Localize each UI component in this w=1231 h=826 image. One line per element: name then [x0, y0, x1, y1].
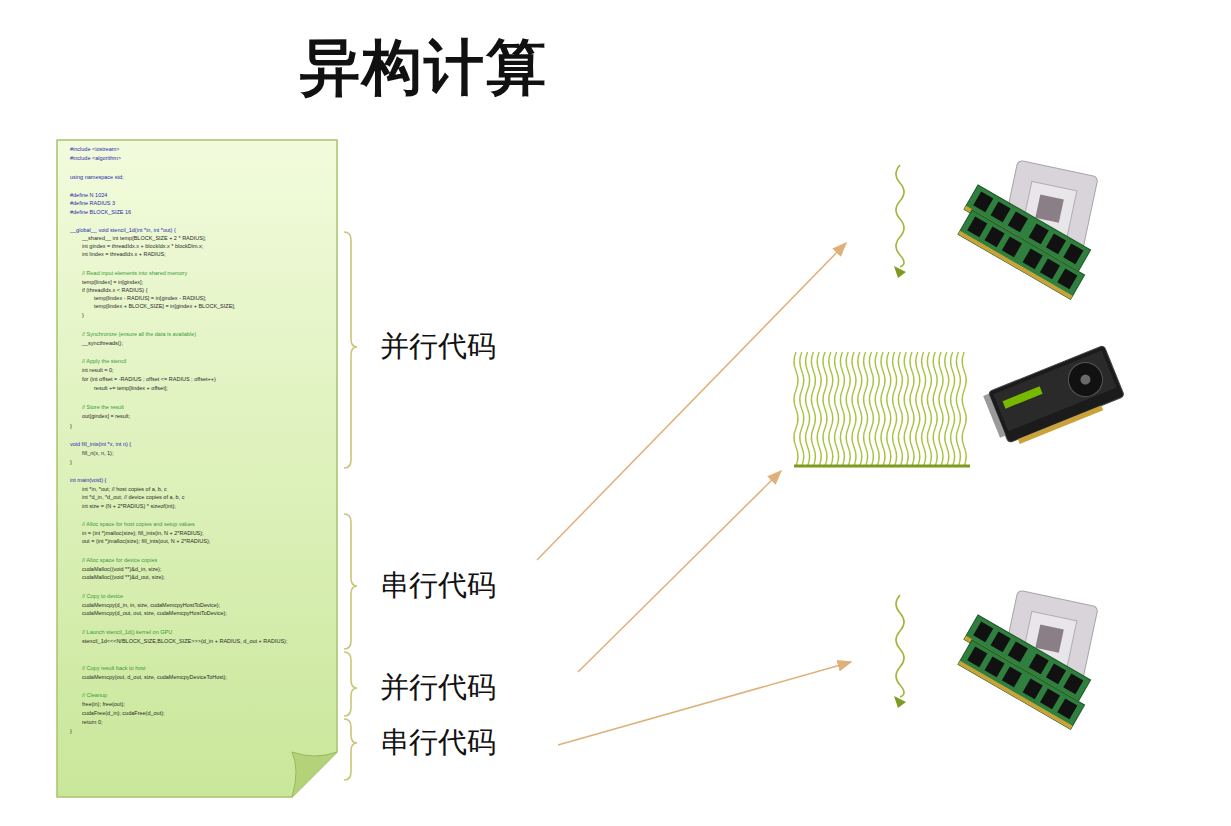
- code-line: cudaMemcpy(d_in, in, size, cudaMemcpyHos…: [82, 601, 220, 609]
- code-line: int lindex = threadIdx.x + RADIUS;: [82, 250, 166, 258]
- code-line: cudaMalloc((void **)&d_in, size);: [82, 565, 161, 573]
- code-line: // Read input elements into shared memor…: [82, 269, 187, 277]
- code-line: // Synchronize (ensure all the data is a…: [82, 330, 196, 338]
- code-line: for (int offset = -RADIUS ; offset <= RA…: [82, 375, 216, 383]
- code-line: in = (int *)malloc(size); fill_ints(in, …: [82, 529, 204, 537]
- code-line: __syncthreads();: [82, 339, 123, 347]
- code-line: // Apply the stencil: [82, 357, 126, 365]
- code-line: }: [70, 727, 72, 735]
- code-line: int gindex = threadIdx.x + blockIdx.x * …: [82, 242, 203, 250]
- code-line: #define N 1024: [70, 191, 107, 199]
- thread-head: [894, 266, 906, 278]
- code-section-label: 并行代码: [380, 668, 496, 708]
- code-section-label: 串行代码: [380, 723, 496, 763]
- code-line: out[gindex] = result;: [82, 412, 130, 420]
- code-line: result += temp[lindex + offset];: [94, 384, 168, 392]
- code-line: return 0;: [82, 718, 102, 726]
- code-line: int main(void) {: [70, 476, 106, 484]
- code-line: int size = (N + 2*RADIUS) * sizeof(int);: [82, 502, 176, 510]
- gpu-card: [982, 345, 1126, 450]
- title: 异构计算: [300, 28, 548, 109]
- cpu-memory: [958, 590, 1098, 729]
- code-line: free(in); free(out);: [82, 700, 125, 708]
- code-line: using namespace std;: [70, 173, 124, 181]
- code-line: }: [70, 422, 72, 430]
- code-line: }: [82, 311, 84, 319]
- code-line: __global__ void stencil_1d(int *in, int …: [70, 226, 176, 234]
- code-line: stencil_1d<<<N/BLOCK_SIZE,BLOCK_SIZE>>>(…: [70, 637, 320, 645]
- code-line: // Alloc space for host copies and setup…: [82, 520, 195, 528]
- code-line: cudaMemcpy(out, d_out, size, cudaMemcpyD…: [82, 673, 227, 681]
- code-line: // Copy to device: [82, 592, 123, 600]
- code-line: }: [70, 458, 72, 466]
- code-section-label: 串行代码: [380, 566, 496, 606]
- code-line: #include <algorithm>: [70, 154, 121, 162]
- code-line: #define BLOCK_SIZE 16: [70, 208, 131, 216]
- code-line: temp[lindex - RADIUS] = in[gindex - RADI…: [94, 294, 206, 302]
- code-line: #define RADIUS 3: [70, 199, 115, 207]
- thread-head: [894, 696, 906, 708]
- code-line: void fill_ints(int *x, int n) {: [70, 440, 131, 448]
- bracket: [344, 232, 357, 780]
- code-line: // Alloc space for device copies: [82, 556, 157, 564]
- code-line: cudaMemcpy(d_out, out, size, cudaMemcpyH…: [82, 609, 227, 617]
- code-line: temp[lindex + BLOCK_SIZE] = in[gindex + …: [94, 302, 235, 310]
- code-line: #include <iostream>: [70, 145, 120, 153]
- code-line: int result = 0;: [82, 366, 114, 374]
- serial-thread: [896, 165, 904, 697]
- cpu-memory: [958, 160, 1098, 299]
- code-line: temp[lindex] = in[gindex];: [82, 278, 143, 286]
- code-line: // Copy result back to host: [82, 664, 146, 672]
- code-line: fill_n(x, n, 1);: [82, 449, 113, 457]
- parallel-threads: [794, 352, 970, 466]
- code-line: int *d_in, *d_out; // device copies of a…: [82, 493, 184, 501]
- code-document: [57, 140, 337, 797]
- code-line: int *in, *out; // host copies of a, b, c: [82, 485, 167, 493]
- code-line: cudaMalloc((void **)&d_out, size);: [82, 573, 165, 581]
- code-line: out = (int *)malloc(size); fill_ints(out…: [82, 537, 210, 545]
- dispatch-arrow: [537, 243, 851, 745]
- code-line: if (threadIdx.x < RADIUS) {: [82, 286, 148, 294]
- code-line: // Launch stencil_1d() kernel on GPU: [82, 628, 172, 636]
- code-line: // Store the result: [82, 403, 124, 411]
- page-fold: [292, 752, 337, 797]
- code-line: __shared__ int temp[BLOCK_SIZE + 2 * RAD…: [82, 234, 206, 242]
- code-section-label: 并行代码: [380, 327, 496, 367]
- code-line: // Cleanup: [82, 691, 107, 699]
- code-line: cudaFree(d_in); cudaFree(d_out);: [82, 709, 165, 717]
